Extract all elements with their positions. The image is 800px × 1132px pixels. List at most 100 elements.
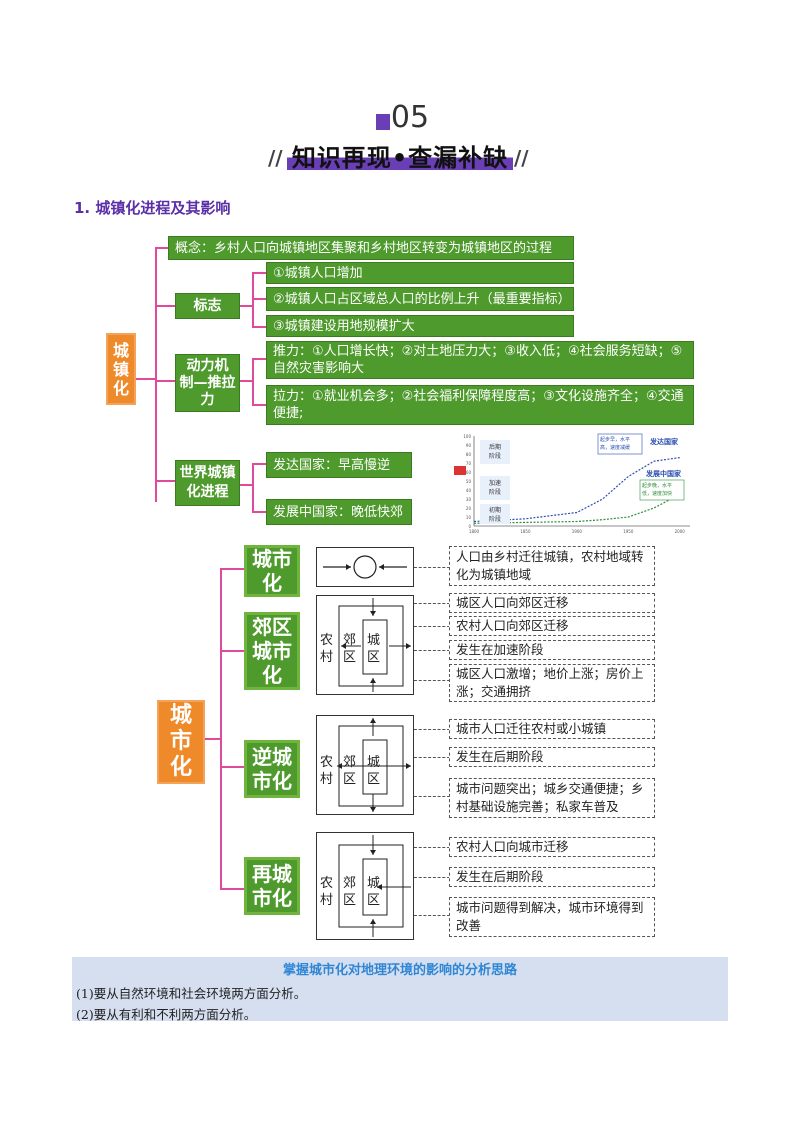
slash-decoration-left: // xyxy=(268,146,283,170)
note-counter-3: 城市问题突出；城乡交通便捷；乡村基础设施完善；私家车普及 xyxy=(449,778,655,818)
diagram-urbanization xyxy=(316,547,414,587)
note-connector xyxy=(414,915,450,916)
tip-box xyxy=(72,957,728,1021)
developed-countries: 发达国家：早高慢逆 xyxy=(266,452,412,478)
note-connector xyxy=(414,847,450,848)
root-urbanization: 城 镇 化 xyxy=(106,333,136,405)
note-urbanization: 人口由乡村迁往城镇，农村地域转化为城镇地域 xyxy=(449,546,655,586)
label-suburb: 郊 区 xyxy=(343,633,357,665)
legend-developed: 发达国家 xyxy=(649,437,679,446)
push-factors: 推力：①人口增长快；②对土地压力大；③收入低；④社会服务短缺；⑤自然灾害影响大 xyxy=(266,341,694,379)
connector xyxy=(155,305,175,307)
note-reurban-2: 发生在后期阶段 xyxy=(449,867,655,887)
note-suburban-3: 发生在加速阶段 xyxy=(449,640,655,660)
note-developed: 起步早，水平 xyxy=(600,436,630,443)
svg-text:阶段: 阶段 xyxy=(489,488,501,496)
connector xyxy=(252,358,266,360)
note-connector xyxy=(414,877,450,878)
y-tick-label: 90 xyxy=(466,443,472,448)
connector xyxy=(252,298,266,300)
connector xyxy=(220,888,244,890)
connector xyxy=(220,650,244,652)
connector xyxy=(252,272,254,328)
note-suburban-4: 城区人口激增；地价上涨；房价上涨；交通拥挤 xyxy=(449,664,655,702)
note-reurban-3: 城市问题得到解决，城市环境得到改善 xyxy=(449,897,655,937)
connector xyxy=(252,272,266,274)
stage-late: 后期 xyxy=(489,443,501,451)
y-tick-label: 30 xyxy=(466,497,472,502)
connector xyxy=(204,738,221,740)
svg-text:低，速度加快: 低，速度加快 xyxy=(642,490,672,497)
connector xyxy=(252,326,266,328)
stage-reurbanization: 再城 市化 xyxy=(244,857,300,915)
label-rural: 农 村 xyxy=(320,633,334,665)
connector xyxy=(155,480,175,482)
label-suburb: 郊 区 xyxy=(343,876,357,908)
label-city: 城 区 xyxy=(367,633,381,665)
tip-line-2: (2)要从有利和不利两方面分析。 xyxy=(76,1007,257,1022)
note-connector xyxy=(414,680,450,681)
svg-text:阶段: 阶段 xyxy=(489,515,501,523)
developed-series-line xyxy=(473,457,680,523)
y-tick-label: 50 xyxy=(466,479,472,484)
connector xyxy=(240,380,252,382)
connector xyxy=(220,766,244,768)
y-tick-label: 40 xyxy=(466,488,472,493)
label-rural: 农 村 xyxy=(320,876,334,908)
stage-suburbanization: 郊区 城市 化 xyxy=(244,612,300,690)
header-accent-square xyxy=(376,114,390,130)
diagram-counter-urbanization: 农 村 郊 区 城 区 xyxy=(316,715,414,815)
stage-accelerated: 加速 xyxy=(489,479,501,487)
label-suburb: 郊 区 xyxy=(343,755,357,787)
connector xyxy=(252,463,254,513)
connector xyxy=(220,568,244,570)
y-tick-label: 20 xyxy=(466,506,472,511)
x-tick-label: 1950 xyxy=(623,529,634,534)
connector xyxy=(155,247,169,249)
note-developing: 起步晚，水平 xyxy=(642,482,672,489)
flag-icon xyxy=(454,466,466,475)
label-city: 城 区 xyxy=(367,876,381,908)
tip-title: 掌握城市化对地理环境的影响的分析思路 xyxy=(282,963,517,978)
diagram-reurbanization: 农 村 郊 区 城 区 xyxy=(316,832,414,940)
y-tick-label: 10 xyxy=(466,515,472,520)
note-reurban-1: 农村人口向城市迁移 xyxy=(449,837,655,857)
note-connector xyxy=(414,626,450,627)
connector xyxy=(252,358,254,406)
tip-line-1: (1)要从自然环境和社会环境两方面分析。 xyxy=(76,986,307,1001)
connector xyxy=(252,511,266,513)
diagram-suburbanization: 农 村 郊 区 城 区 xyxy=(316,595,414,695)
stage-urbanization: 城市 化 xyxy=(244,545,300,597)
connector xyxy=(155,247,157,502)
pull-factors: 拉力：①就业机会多；②社会福利保障程度高；③文化设施齐全；④交通便捷; xyxy=(266,385,694,425)
concept-box: 概念：乡村人口向城镇地区集聚和乡村地区转变为城镇地区的过程 xyxy=(168,236,574,260)
note-connector xyxy=(414,757,450,758)
note-counter-2: 发生在后期阶段 xyxy=(449,747,655,767)
section-heading: 1. 城镇化进程及其影响 xyxy=(74,199,231,217)
svg-text:阶段: 阶段 xyxy=(489,452,501,460)
developing-countries: 发展中国家：晚低快郊 xyxy=(266,499,412,525)
stage-initial: 初期 xyxy=(489,506,501,514)
label-rural: 农 村 xyxy=(320,755,334,787)
dynamics-label: 动力机 制—推拉 力 xyxy=(175,354,240,412)
root-city-urbanization: 城 市 化 xyxy=(157,700,205,784)
sign-item: ①城镇人口增加 xyxy=(266,262,574,284)
y-tick-label: 100 xyxy=(463,434,471,439)
y-tick-label: 60 xyxy=(466,470,472,475)
page-title: 知识再现•查漏补缺 xyxy=(291,144,509,172)
x-tick-label: 1850 xyxy=(520,529,531,534)
x-tick-label: 1800 xyxy=(469,529,480,534)
connector xyxy=(134,378,156,380)
note-connector xyxy=(414,650,450,651)
note-suburban-1: 城区人口向郊区迁移 xyxy=(449,593,655,613)
connector xyxy=(220,568,222,890)
slash-decoration-right: // xyxy=(514,146,529,170)
stage-counter-urbanization: 逆城 市化 xyxy=(244,740,300,798)
note-suburban-2: 农村人口向郊区迁移 xyxy=(449,616,655,636)
svg-text:高，速度减缓: 高，速度减缓 xyxy=(600,444,630,451)
label-city: 城 区 xyxy=(367,755,381,787)
y-tick-label: 0 xyxy=(468,524,471,529)
title-underline xyxy=(287,146,513,170)
section-number: 05 xyxy=(390,100,430,135)
